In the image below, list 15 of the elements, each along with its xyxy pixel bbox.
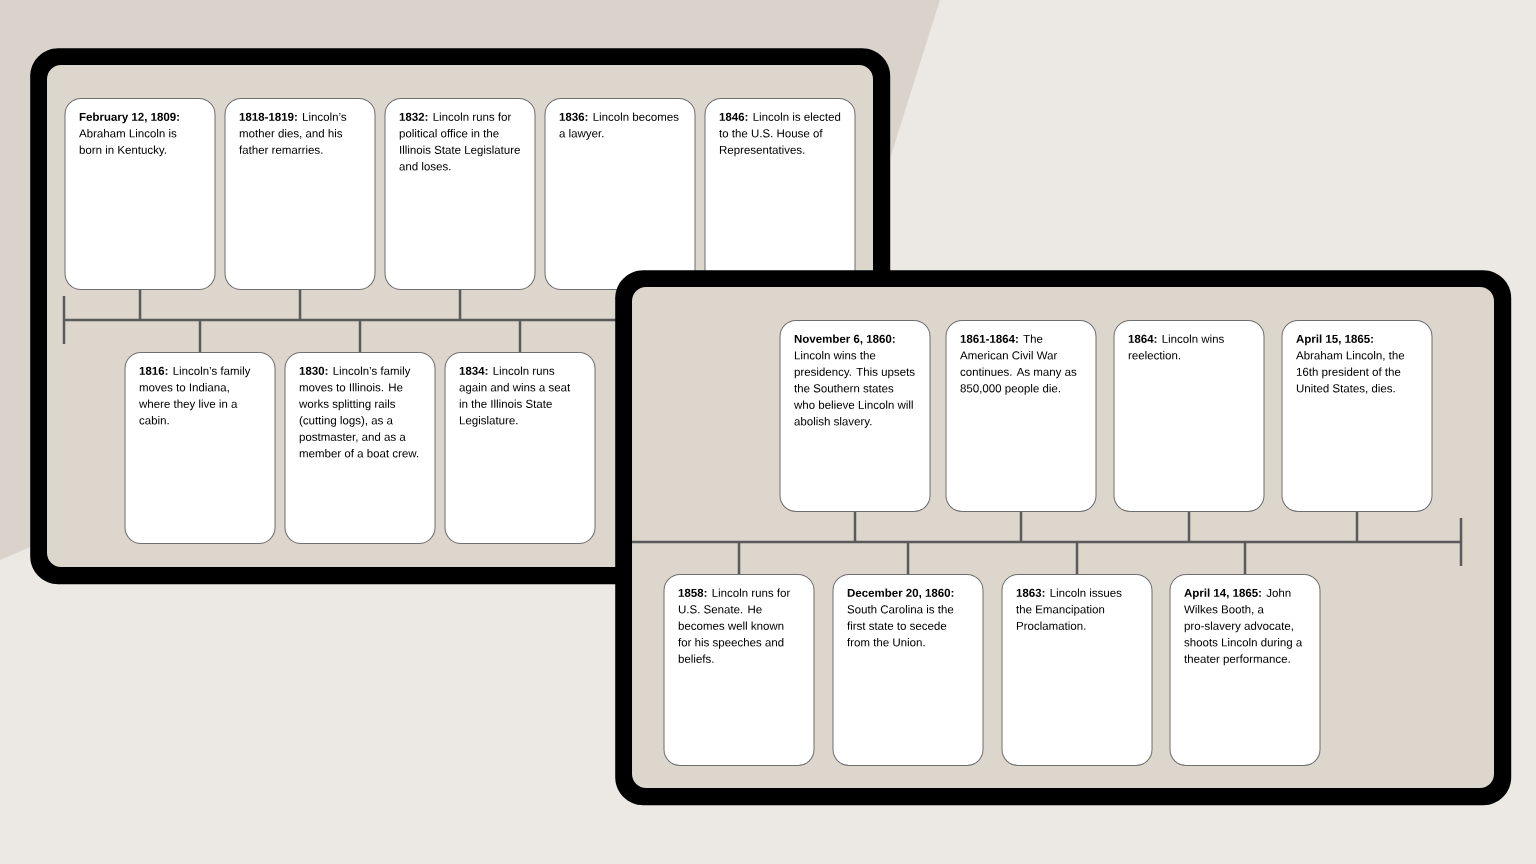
event-card: 1858: Lincoln runs for U.S. Senate. He becomes well known for his speeches and beliefs. xyxy=(663,574,815,766)
event-card: 1863: Lincoln issues the Emancipation Proclamation. xyxy=(1001,574,1153,766)
event-card: 1832: Lincoln runs for political office in the Illinois State Legislature and loses. xyxy=(384,98,536,290)
event-card: November 6, 1860: Lincoln wins the presidency. This upsets the Southern states who believe Lincoln will abolish slavery. xyxy=(779,320,931,512)
event-card: February 12, 1809: Abraham Lincoln is born in Kentucky. xyxy=(64,98,216,290)
event-card: 1861-1864: The American Civil War continues. As many as 850,000 people die. xyxy=(945,320,1097,512)
event-card: April 14, 1865: John Wilkes Booth, a pro-slavery advocate, shoots Lincoln during a theater performance. xyxy=(1169,574,1321,766)
event-card: April 15, 1865: Abraham Lincoln, the 16th president of the United States, dies. xyxy=(1281,320,1433,512)
event-card: December 20, 1860: South Carolina is the first state to secede from the Union. xyxy=(832,574,984,766)
event-card: 1818-1819: Lincoln’s mother dies, and his father remarries. xyxy=(224,98,376,290)
event-card: 1834: Lincoln runs again and wins a seat in the Illinois State Legislature. xyxy=(444,352,596,544)
event-card: 1864: Lincoln wins reelection. xyxy=(1113,320,1265,512)
event-card: 1836: Lincoln becomes a lawyer. xyxy=(544,98,696,290)
event-card: 1816: Lincoln’s family moves to Indiana, where they live in a cabin. xyxy=(124,352,276,544)
event-card: 1830: Lincoln’s family moves to Illinois. He works splitting rails (cutting logs), as a postmaster, and as a member of a boat crew. xyxy=(284,352,436,544)
